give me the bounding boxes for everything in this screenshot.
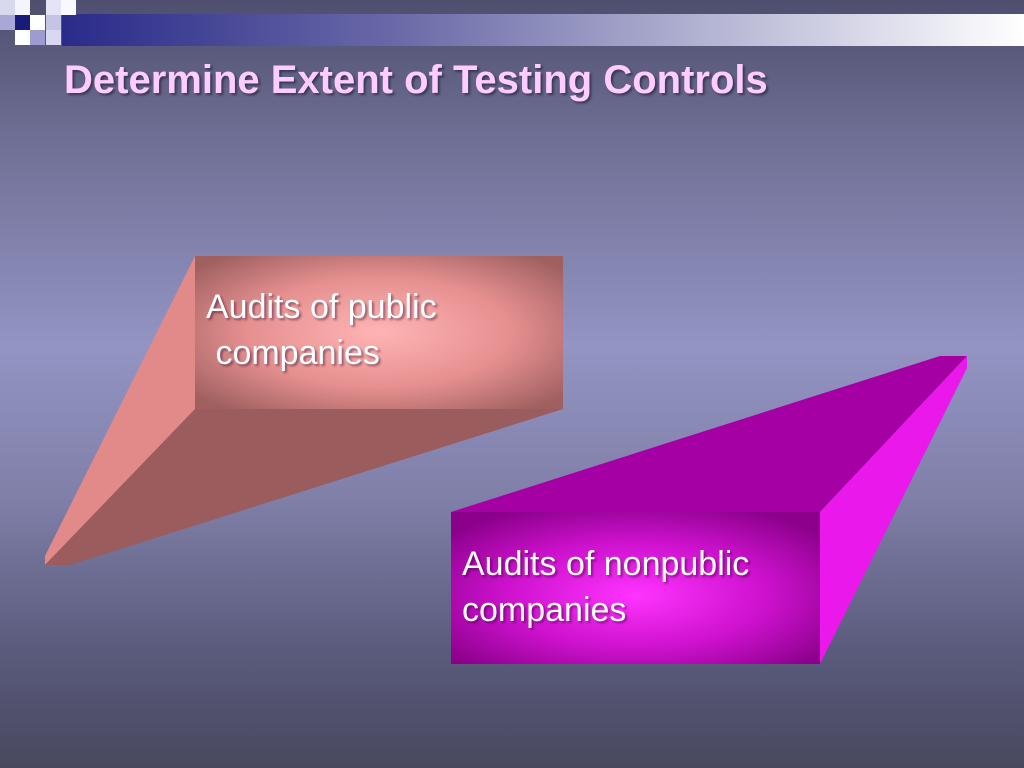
public-label-line-1: Audits of public (206, 288, 437, 326)
public-companies-box (45, 256, 563, 565)
checker-squares-icon (0, 0, 76, 45)
nonpublic-box-side-face (820, 356, 967, 664)
public-label-line-2: companies (206, 334, 380, 372)
public-companies-label: Audits of public companies (206, 284, 437, 376)
nonpublic-box-top-face (451, 356, 967, 512)
nonpublic-label-line-2: companies (462, 591, 627, 629)
top-decorative-band (0, 0, 1024, 46)
public-box-side-face (45, 256, 195, 565)
nonpublic-companies-label: Audits of nonpublic companies (462, 541, 749, 633)
gradient-band (62, 14, 1024, 46)
slide-title: Determine Extent of Testing Controls (64, 58, 768, 102)
nonpublic-label-line-1: Audits of nonpublic (462, 545, 750, 583)
nonpublic-box-front-face (451, 512, 820, 664)
nonpublic-companies-box (451, 356, 967, 664)
public-box-front-face (195, 256, 563, 409)
public-box-bottom-face (45, 409, 563, 565)
